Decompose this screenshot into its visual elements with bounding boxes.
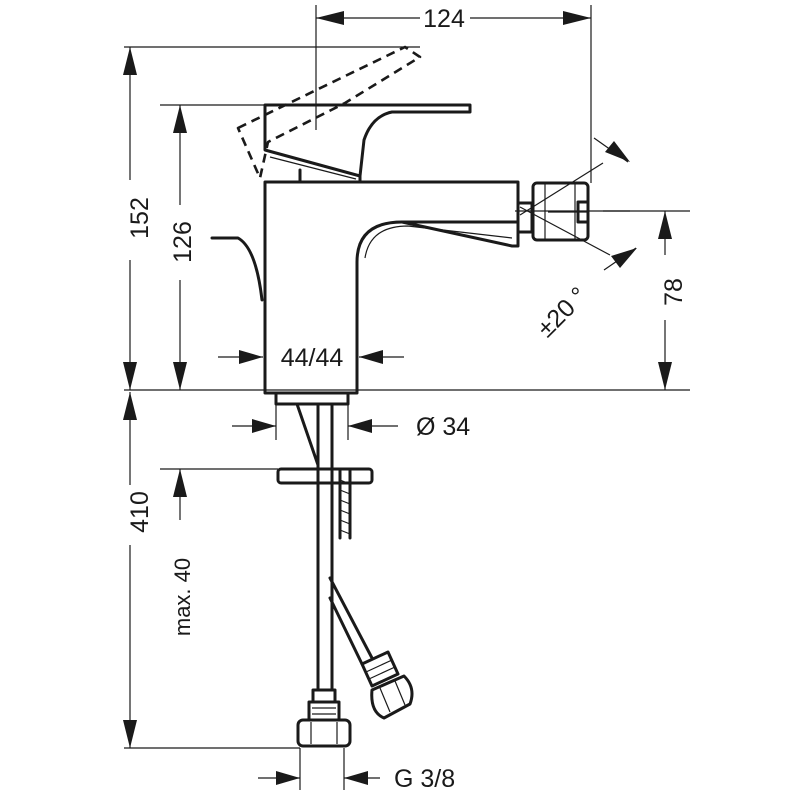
dimension-spout-height [603, 210, 690, 390]
dimension-spout-angle [593, 137, 637, 271]
label-spout-height: 78 [660, 278, 688, 306]
hose-right [328, 576, 414, 720]
faucet-body [263, 180, 520, 395]
spout-aerator [515, 162, 630, 256]
label-total-height: 152 [126, 197, 154, 239]
label-body-height: 126 [169, 221, 197, 263]
label-base-size: 44/44 [281, 344, 344, 372]
mounting-plate [276, 467, 374, 485]
dimension-body-height [160, 104, 265, 390]
label-top-width: 124 [423, 5, 465, 33]
mounting-shank [274, 391, 352, 692]
dimension-max-thickness [160, 468, 278, 520]
dimension-base-size [218, 350, 404, 364]
label-max-thickness: max. 40 [170, 558, 195, 636]
dimension-connection [258, 748, 380, 790]
faucet-handle [263, 103, 472, 184]
label-shank-diameter: Ø 34 [416, 413, 470, 441]
label-spout-angle: ±20 ° [532, 282, 593, 343]
dimension-hose-length [123, 392, 300, 749]
hose-left [296, 688, 352, 748]
dimension-total-height [123, 46, 420, 390]
dimension-top-width [315, 5, 592, 183]
label-connection: G 3/8 [394, 765, 455, 793]
popup-lever [210, 236, 264, 302]
dimension-shank-diameter [232, 404, 398, 440]
label-hose-length: 410 [126, 491, 154, 533]
